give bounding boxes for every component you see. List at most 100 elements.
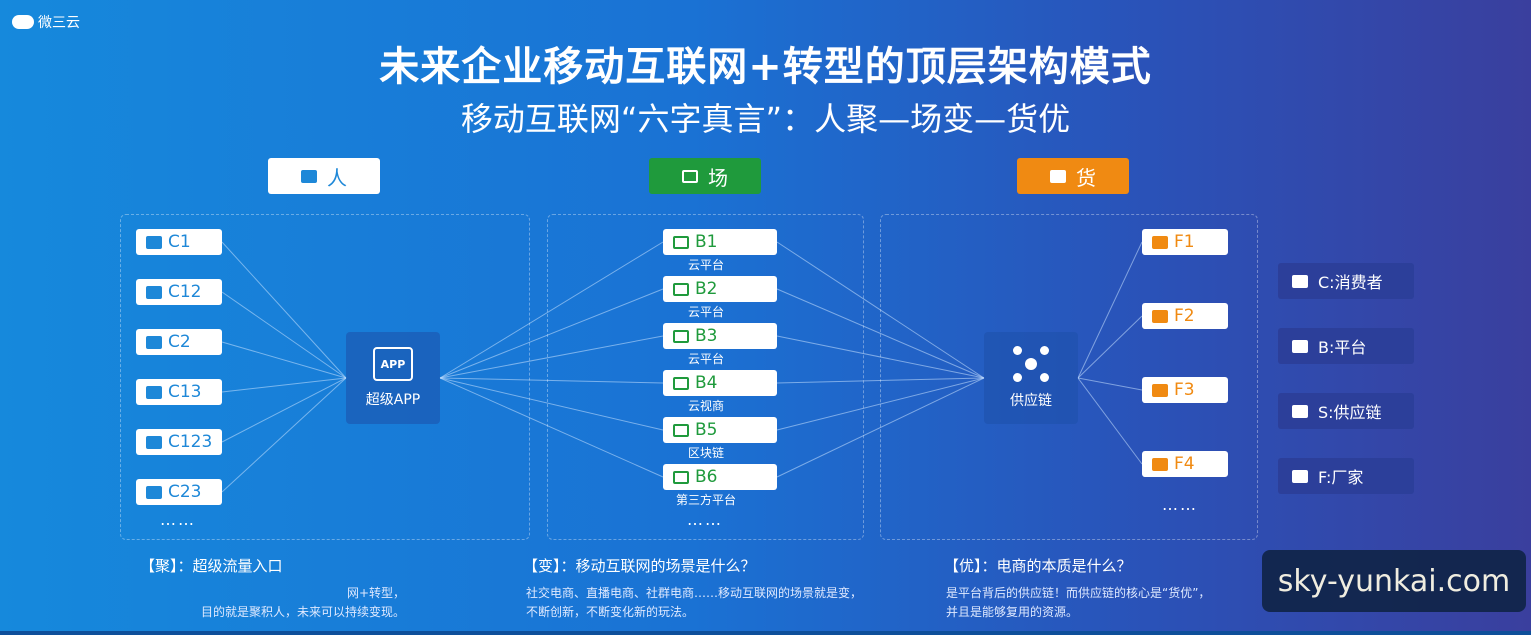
header-goods: 货 (1017, 158, 1129, 194)
desc-line: 网+转型， (346, 586, 405, 600)
connector-line (776, 241, 985, 379)
cloud-icon (12, 15, 34, 29)
legend-item: S:供应链 (1278, 393, 1414, 429)
node-label: B1 (695, 232, 718, 252)
brand-logo: 微三云 (12, 12, 80, 32)
node-chip: B4 (663, 370, 777, 396)
node-chip: B5 (663, 417, 777, 443)
bottom-border (0, 631, 1531, 635)
node-label: B6 (695, 467, 718, 487)
connector-line (221, 291, 347, 379)
user-icon (301, 169, 317, 183)
header-label: 人 (327, 165, 347, 190)
node-label: C23 (168, 482, 202, 502)
platform-sublabel: 云平台 (687, 352, 724, 366)
header-people: 人 (268, 158, 380, 194)
connector-line (1077, 315, 1143, 379)
connector-line (776, 377, 985, 384)
user-icon (146, 385, 162, 399)
caption-title-gather: 【聚】：超级流量入口 (140, 557, 283, 575)
monitor-icon (673, 470, 689, 484)
node-chip: F2 (1142, 303, 1228, 329)
desc-line: 并且是能够复用的资源。 (946, 605, 1079, 619)
card-icon (1152, 383, 1168, 397)
page-subtitle: 移动互联网“六字真言”：人聚—场变—货优 (460, 100, 1071, 138)
network-icon (1013, 346, 1049, 382)
user-icon (1292, 274, 1308, 288)
user-icon (146, 285, 162, 299)
legend-label: C:消费者 (1318, 273, 1383, 292)
caption-desc-change: 社交电商、直播电商、社群电商……移动互联网的场景就是变，不断创新，不断变化新的玩… (526, 584, 862, 622)
user-icon (146, 435, 162, 449)
legend-item: F:厂家 (1278, 458, 1414, 494)
app-icon: APP (373, 347, 413, 381)
card-icon (1152, 457, 1168, 471)
card-icon (1152, 235, 1168, 249)
super-app-hub: APP 超级APP (346, 332, 440, 424)
node-chip: C2 (136, 329, 222, 355)
node-label: F3 (1174, 380, 1195, 400)
desc-line: 社交电商、直播电商、社群电商……移动互联网的场景就是变， (526, 586, 863, 600)
node-chip: B6 (663, 464, 777, 490)
node-label: B3 (695, 326, 718, 346)
connector-line (776, 377, 985, 478)
node-label: B4 (695, 373, 718, 393)
monitor-icon (682, 169, 698, 183)
panel-goods (880, 214, 1258, 540)
panel-scene (547, 214, 864, 540)
connector-line (221, 377, 347, 493)
node-chip: C23 (136, 479, 222, 505)
monitor-icon (673, 376, 689, 390)
node-label: B2 (695, 279, 718, 299)
network-icon (1292, 404, 1308, 418)
monitor-icon (673, 329, 689, 343)
monitor-icon (1292, 339, 1308, 353)
caption-desc-optimize: 是平台背后的供应链！而供应链的核心是“货优”， 并且是能够复用的资源。 (946, 584, 1210, 622)
connector-line (221, 377, 347, 443)
node-label: C2 (168, 332, 191, 352)
node-chip: C1 (136, 229, 222, 255)
connector-line (439, 288, 664, 379)
node-label: C13 (168, 382, 202, 402)
user-icon (146, 335, 162, 349)
card-icon (1292, 469, 1308, 483)
platform-sublabel: 云视商 (687, 399, 724, 413)
hub-label: 超级APP (365, 392, 421, 408)
legend-label: F:厂家 (1318, 468, 1364, 487)
connector-line (1077, 241, 1143, 379)
user-icon (146, 235, 162, 249)
legend-item: B:平台 (1278, 328, 1414, 364)
caption-desc-gather: 网+转型，目的就是聚积人，未来可以持续变现。 (150, 584, 405, 622)
node-chip: C12 (136, 279, 222, 305)
node-label: C12 (168, 282, 202, 302)
node-label: C123 (168, 432, 213, 452)
node-label: C1 (168, 232, 191, 252)
factories-more: …… (1162, 495, 1198, 514)
monitor-icon (673, 282, 689, 296)
connector-line (439, 377, 664, 478)
caption-title-optimize: 【优】：电商的本质是什么？ (944, 557, 1132, 575)
node-chip: C123 (136, 429, 222, 455)
connector-line (439, 377, 664, 431)
connector-line (439, 377, 664, 384)
platform-sublabel: 云平台 (687, 305, 724, 319)
desc-line: 是平台背后的供应链！而供应链的核心是“货优”， (946, 586, 1211, 600)
node-label: F4 (1174, 454, 1195, 474)
connector-line (439, 335, 664, 379)
node-label: F1 (1174, 232, 1195, 252)
monitor-icon (673, 235, 689, 249)
node-chip: F1 (1142, 229, 1228, 255)
connector-line (776, 335, 985, 379)
header-scene: 场 (649, 158, 761, 194)
platforms-more: …… (687, 510, 723, 529)
watermark: sky-yunkai.com (1262, 550, 1526, 612)
monitor-icon (673, 423, 689, 437)
node-chip: C13 (136, 379, 222, 405)
legend-item: C:消费者 (1278, 263, 1414, 299)
node-chip: F4 (1142, 451, 1228, 477)
platform-sublabel: 第三方平台 (675, 493, 736, 507)
legend-label: B:平台 (1318, 338, 1367, 357)
caption-title-change: 【变】：移动互联网的场景是什么？ (523, 557, 756, 575)
node-chip: B3 (663, 323, 777, 349)
